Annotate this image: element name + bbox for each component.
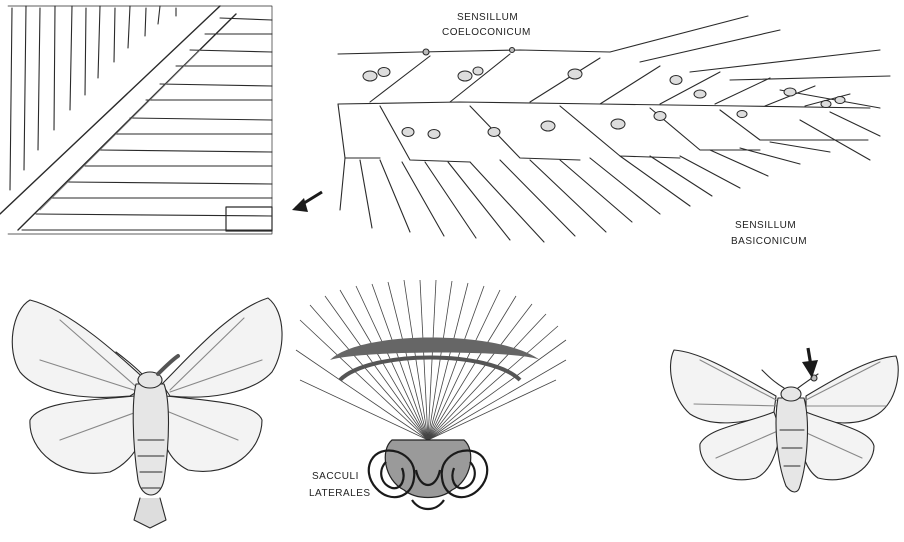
magnified-antenna-surface	[0, 6, 272, 234]
sensillum-coeloconicum-label-line1: SENSILLUM	[457, 12, 518, 24]
sacculi-laterales-label-line2: LATERALES	[309, 488, 371, 500]
sensillum-basiconicum-label-line1: SENSILLUM	[735, 220, 796, 232]
inset-arrow-icon	[292, 192, 322, 212]
antenna-branch-with-sensilla	[338, 16, 890, 242]
sacculi-laterales-label-line1: SACCULI	[312, 471, 359, 483]
sensillum-coeloconicum-label-line2: COELOCONICUM	[442, 27, 531, 39]
moth-female-left	[12, 298, 282, 528]
antenna-arrow-icon	[802, 348, 818, 378]
sensillum-basiconicum-label-line2: BASICONICUM	[731, 236, 807, 248]
moth-male-right	[671, 350, 899, 492]
